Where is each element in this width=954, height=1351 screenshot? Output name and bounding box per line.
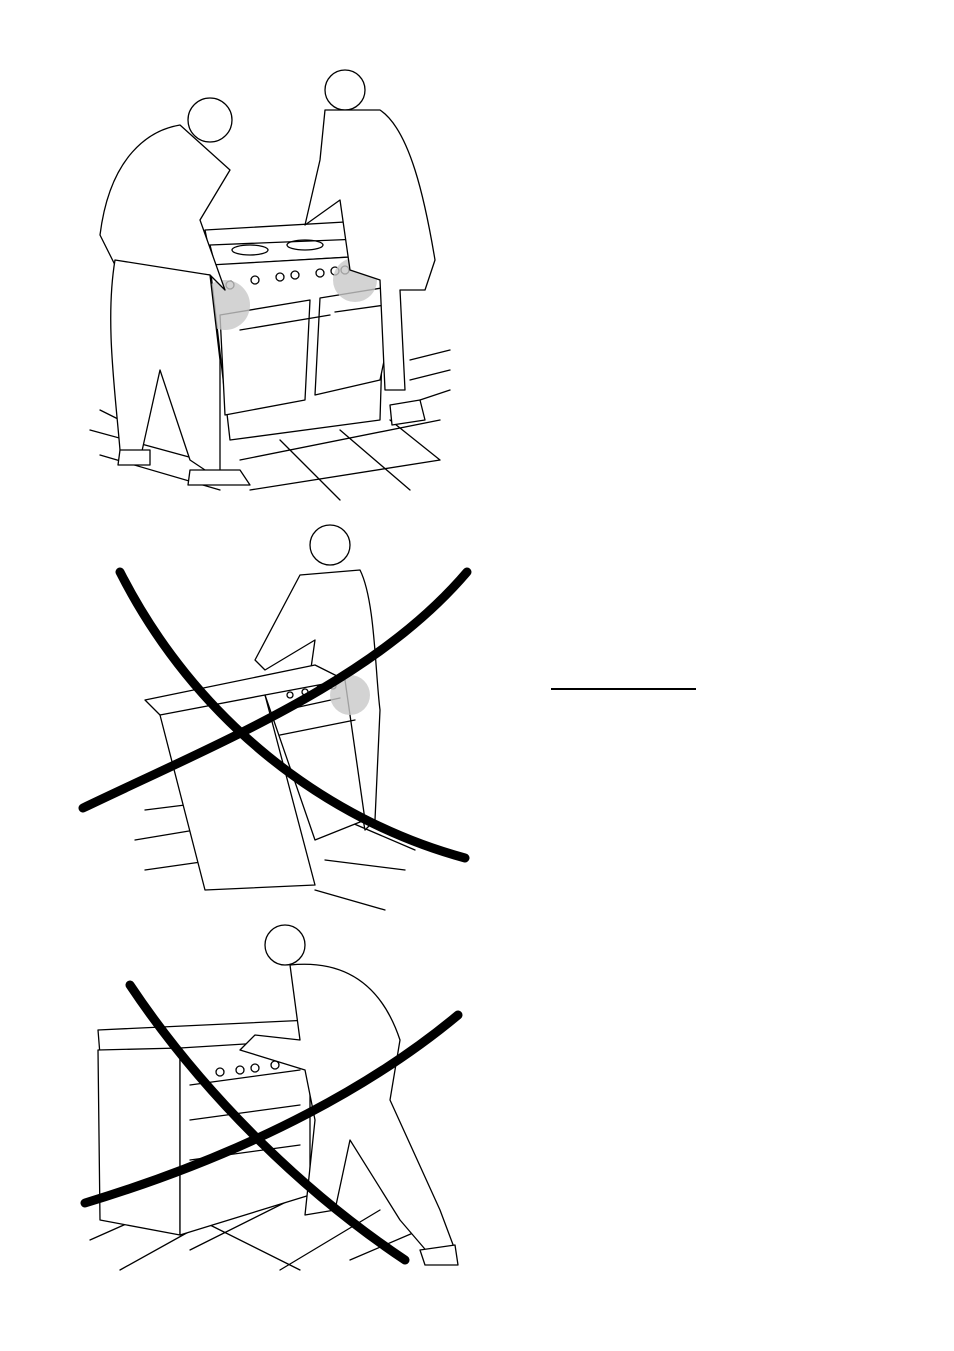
one-person-push-illustration (80, 920, 470, 1280)
two-person-lift-illustration (80, 60, 460, 510)
horizontal-rule (551, 688, 696, 690)
one-person-tilt-illustration (75, 520, 475, 920)
